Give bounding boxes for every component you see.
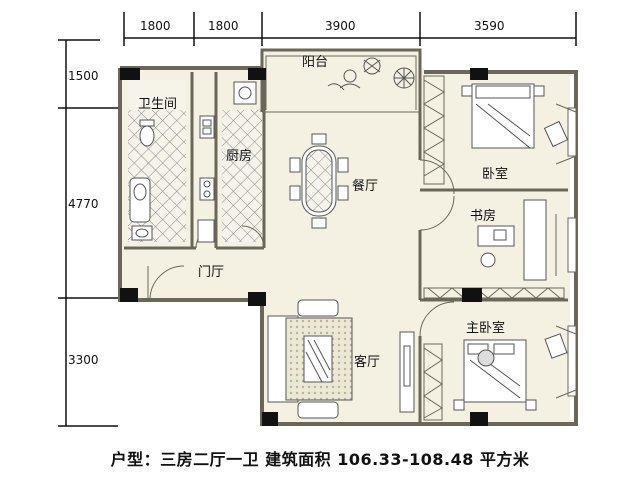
left-dimension-line bbox=[58, 39, 118, 427]
wardrobe-middle bbox=[423, 287, 565, 299]
washbasin-icon bbox=[131, 225, 153, 241]
bed-icon bbox=[461, 83, 545, 149]
room-label-bathroom: 卫生间 bbox=[138, 97, 177, 112]
bay-windows bbox=[555, 103, 577, 399]
room-label-kitchen: 厨房 bbox=[226, 148, 252, 164]
kitchen-tile-floor bbox=[222, 110, 262, 242]
plan-caption: 户型：三房二厅一卫 建筑面积 106.33-108.48 平方米 bbox=[110, 450, 530, 469]
master-bed-icon bbox=[453, 339, 537, 411]
top-dimension-line bbox=[123, 12, 577, 46]
bathtub-icon bbox=[129, 177, 151, 223]
dim-top-2: 1800 bbox=[208, 19, 239, 33]
room-label-foyer: 门厅 bbox=[198, 265, 224, 280]
dining-table-icon bbox=[289, 133, 349, 229]
dim-left-2: 4770 bbox=[68, 197, 99, 211]
room-label-living-room: 客厅 bbox=[354, 354, 380, 370]
washing-machine-icon bbox=[233, 81, 257, 105]
tv-cabinet-icon bbox=[399, 331, 415, 413]
structural-pillars bbox=[120, 68, 488, 426]
toilet-icon bbox=[139, 119, 155, 147]
interior-walls bbox=[124, 72, 568, 424]
desk-icon bbox=[477, 199, 547, 281]
dim-left-3: 3300 bbox=[68, 353, 99, 367]
armchair-icon bbox=[544, 333, 568, 359]
wardrobe-living bbox=[423, 343, 443, 421]
door-swings bbox=[149, 159, 455, 337]
kitchen-sink-icon bbox=[199, 115, 215, 139]
wardrobe-top-right bbox=[423, 75, 445, 185]
dim-top-1: 1800 bbox=[140, 19, 171, 33]
plant-icon bbox=[327, 57, 415, 91]
dim-top-3: 3900 bbox=[325, 19, 356, 33]
stove-icon bbox=[199, 177, 215, 201]
side-chair-icon bbox=[543, 120, 569, 148]
room-label-master-bedroom: 主卧室 bbox=[466, 320, 505, 336]
dim-top-4: 3590 bbox=[474, 19, 505, 33]
fridge-icon bbox=[197, 219, 215, 243]
windows-right bbox=[567, 107, 577, 397]
sofa-icon bbox=[267, 299, 353, 419]
room-label-balcony: 阳台 bbox=[302, 55, 328, 70]
dim-left-1: 1500 bbox=[68, 69, 99, 83]
room-label-dining: 餐厅 bbox=[352, 178, 378, 194]
room-label-study: 书房 bbox=[470, 208, 496, 224]
bathroom-upper-floor bbox=[128, 80, 186, 110]
room-label-bedroom: 卧室 bbox=[482, 166, 508, 182]
